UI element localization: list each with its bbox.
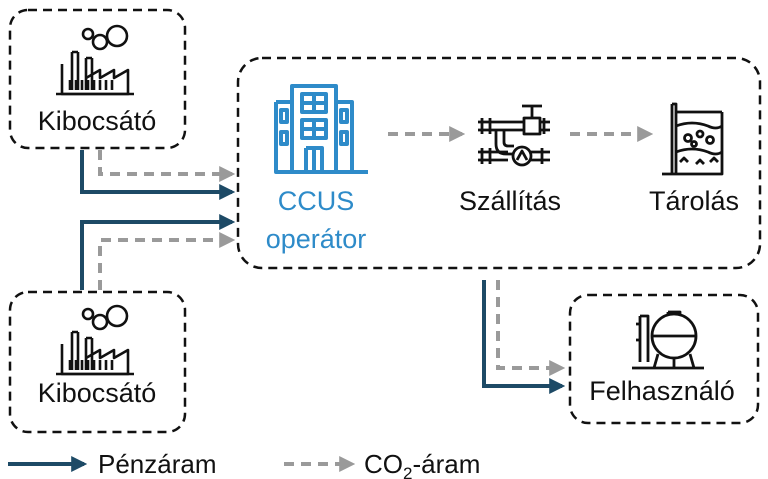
geological-storage-icon xyxy=(662,102,724,176)
industrial-tank-icon xyxy=(632,310,704,370)
emitter-bottom-label: Kibocsátó xyxy=(38,378,157,408)
transport-label: Szállítás xyxy=(459,186,561,216)
emitter-top-box xyxy=(8,8,187,150)
money-flow-arrow-bottom xyxy=(80,214,236,290)
user-box xyxy=(568,293,760,425)
legend-co2-suffix: -áram xyxy=(412,449,480,479)
co2-flow-arrow-top xyxy=(98,150,236,182)
legend-co2-label: CO2-áram xyxy=(364,449,480,479)
factory-icon xyxy=(56,304,134,376)
user-label: Felhasználó xyxy=(589,376,735,406)
emitter-bottom-box xyxy=(8,290,187,434)
legend-money-label: Pénzáram xyxy=(98,449,217,479)
legend: Pénzáram CO2-áram xyxy=(8,449,480,479)
co2-flow-arrow-to-user xyxy=(496,280,566,376)
operator-label-line2: operátor xyxy=(266,224,367,254)
emitter-top-label: Kibocsátó xyxy=(38,106,157,136)
co2-flow-arrow-bottom xyxy=(98,232,236,290)
legend-co2-prefix: CO xyxy=(364,449,403,479)
money-flow-arrow-to-user xyxy=(482,280,566,394)
factory-icon xyxy=(56,24,134,96)
pipeline-valve-icon xyxy=(478,104,550,167)
office-building-icon xyxy=(274,84,368,174)
storage-label: Tárolás xyxy=(649,186,739,216)
operator-box xyxy=(236,56,762,270)
money-flow-arrow-top xyxy=(80,150,236,200)
legend-co2-subscript: 2 xyxy=(403,464,412,479)
operator-label-line1: CCUS xyxy=(278,186,355,216)
